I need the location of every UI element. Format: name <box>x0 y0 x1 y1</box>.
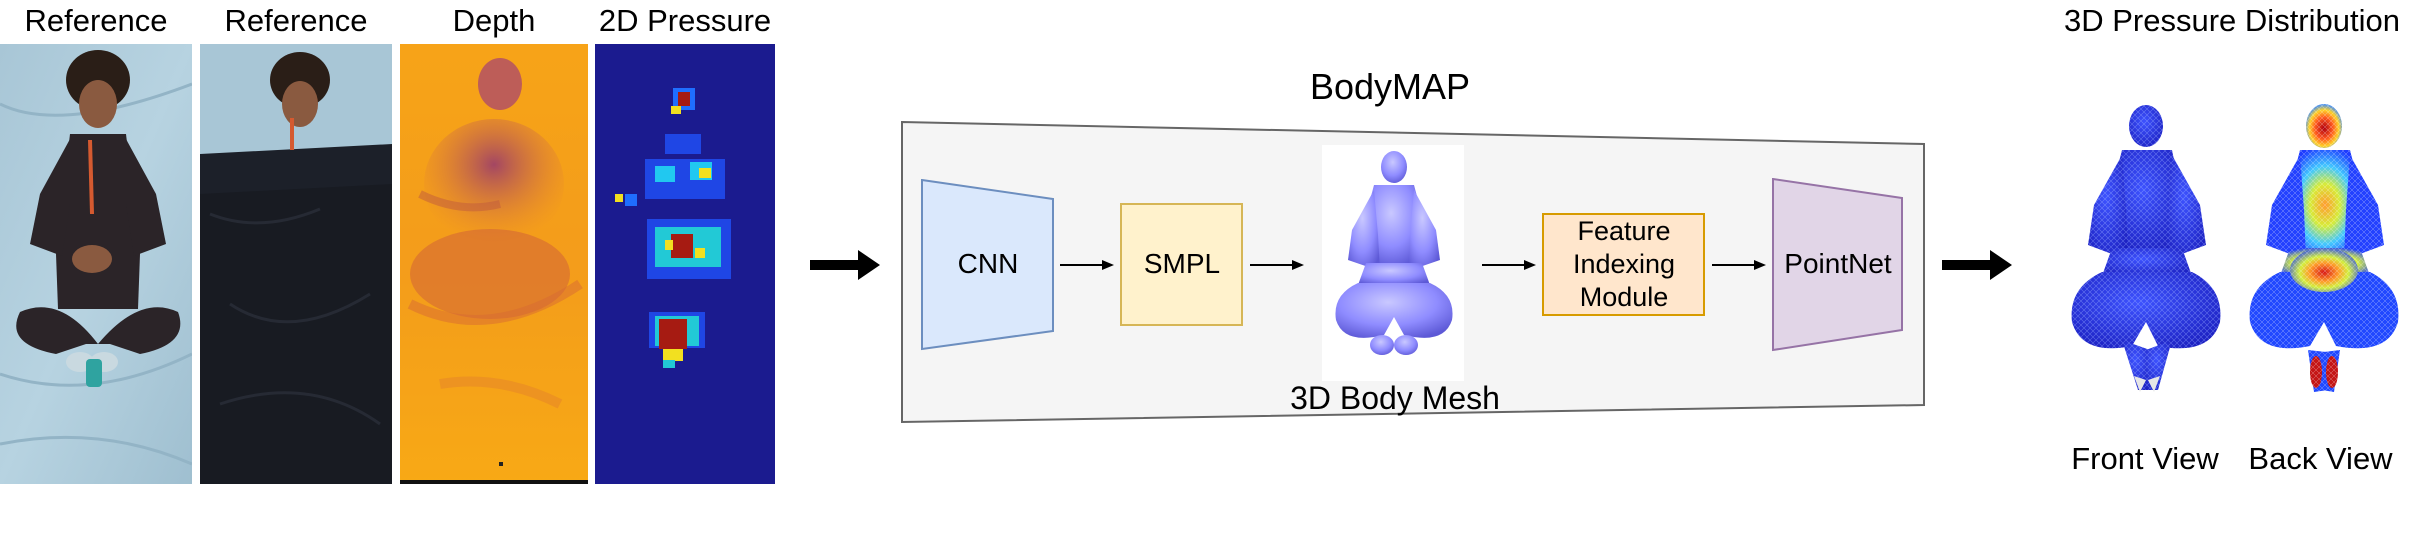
reference-photo-1 <box>0 44 192 484</box>
reference-photo-2 <box>200 44 392 484</box>
feature-label-line-3: Module <box>1579 282 1669 312</box>
depth-map <box>400 44 588 484</box>
bodymap-title: BodyMAP <box>1309 66 1471 107</box>
body-mesh-label: 3D Body Mesh <box>1290 380 1500 416</box>
reference-2-title: Reference <box>224 3 368 38</box>
reference-image-2 <box>200 44 392 484</box>
output-title: 3D Pressure Distribution <box>2064 3 2400 38</box>
reference-image-1 <box>0 44 192 484</box>
depth-image <box>400 44 588 484</box>
cnn-label: CNN <box>957 248 1019 279</box>
arrow-smpl-mesh-icon <box>1250 260 1304 270</box>
arrow-right-icon <box>810 250 880 280</box>
reference-1-title: Reference <box>24 3 168 38</box>
arrow-right-output-icon <box>1942 250 2012 280</box>
pressure-map-2d <box>595 44 775 484</box>
pointnet-block <box>1772 178 1903 352</box>
front-view-body <box>2060 100 2235 405</box>
back-view-body <box>2238 100 2413 405</box>
cnn-block <box>921 179 1054 351</box>
smpl-block <box>1120 203 1243 326</box>
pointnet-label: PointNet <box>1784 248 1892 279</box>
arrow-cnn-smpl-icon <box>1060 260 1114 270</box>
depth-title: Depth <box>452 3 536 38</box>
feature-label-line-2: Indexing <box>1572 249 1676 279</box>
pressure-2d-image <box>595 44 775 484</box>
body-mesh-image <box>1322 145 1464 381</box>
feature-indexing-label: Feature Indexing Module <box>1542 215 1706 314</box>
arrow-feature-pointnet-icon <box>1712 260 1766 270</box>
pressure-2d-title: 2D Pressure <box>598 3 772 38</box>
feature-indexing-block <box>1542 213 1705 316</box>
smpl-label: SMPL <box>1143 248 1221 279</box>
back-view-label: Back View <box>2248 441 2393 476</box>
arrow-mesh-feature-icon <box>1482 260 1536 270</box>
feature-label-line-1: Feature <box>1577 216 1671 246</box>
front-view-label: Front View <box>2071 441 2219 476</box>
